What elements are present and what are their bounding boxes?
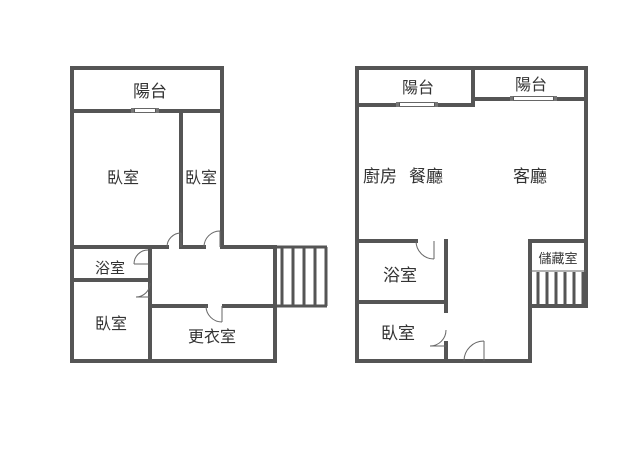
floor-plan-left: 陽台 臥室 臥室 浴室 臥室 更衣室 xyxy=(70,66,328,363)
room-label-balcony-left: 陽台 xyxy=(402,78,434,97)
room-label-kitchen: 廚房 xyxy=(363,166,397,187)
room-label-bathroom: 浴室 xyxy=(95,259,125,277)
room-label-bedroom-right: 臥室 xyxy=(381,324,415,344)
room-label-bedroom-side: 臥室 xyxy=(185,168,217,187)
room-label-bathroom-right: 浴室 xyxy=(383,266,417,286)
room-label-dressing-room: 更衣室 xyxy=(188,327,236,346)
floor-plan-right: 陽台 陽台 廚房 餐廳 客廳 浴室 儲藏室 臥室 xyxy=(355,66,588,363)
room-label-bedroom-lower: 臥室 xyxy=(95,314,127,333)
room-label-living: 客廳 xyxy=(513,167,547,187)
room-label-storage: 儲藏室 xyxy=(538,251,577,267)
room-label-balcony-right: 陽台 xyxy=(515,75,547,94)
room-label-balcony: 陽台 xyxy=(133,82,167,102)
staircase-right xyxy=(536,272,585,304)
room-label-bedroom-main: 臥室 xyxy=(107,168,139,187)
staircase-left xyxy=(275,245,328,308)
room-label-dining: 餐廳 xyxy=(409,167,443,187)
